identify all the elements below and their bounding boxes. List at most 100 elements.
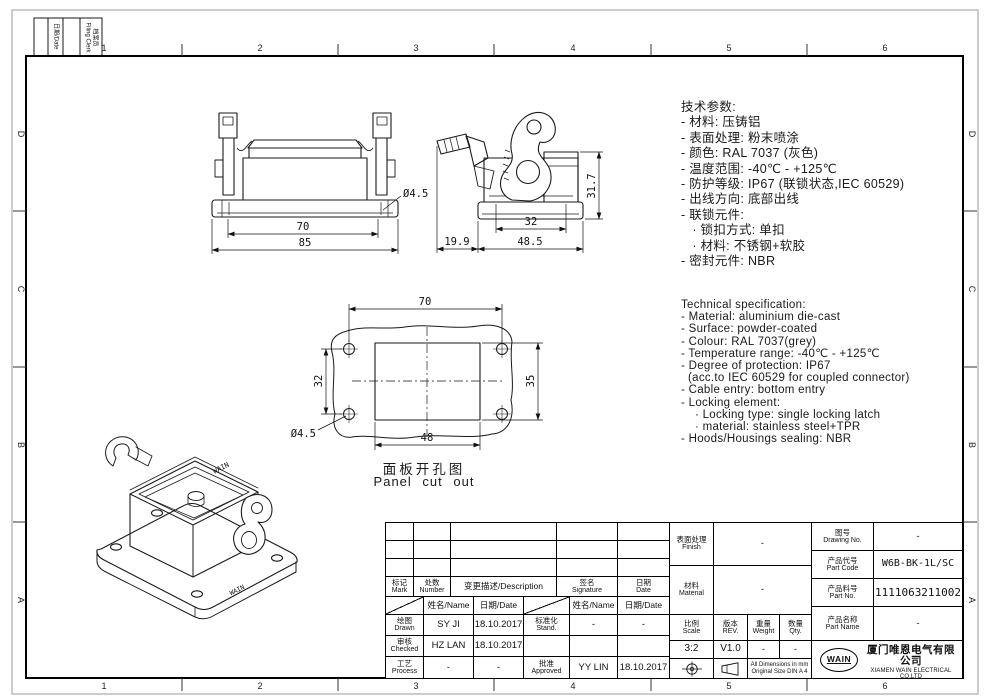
company-name: 厦门唯恩电气有限公司 XIAMEN WAIN ELECTRICAL CO.LTD: [867, 644, 955, 678]
standardized-date: -: [618, 615, 670, 636]
rev-cell: [386, 541, 414, 559]
rev-cell: [618, 523, 670, 541]
rev-cell: [386, 523, 414, 541]
top-ruler-3: 3: [413, 43, 419, 53]
top-ruler-4: 4: [570, 43, 576, 53]
dim-panel-35: 35: [525, 375, 537, 388]
left-ruler-c: C: [16, 285, 26, 293]
dim-panel-32: 32: [313, 375, 325, 388]
top-ruler-1: 1: [101, 43, 107, 53]
dim-front-70: 70: [297, 221, 310, 233]
bottom-ruler-2: 2: [257, 681, 263, 691]
right-ruler-c: C: [967, 285, 977, 293]
process-name: -: [424, 657, 474, 678]
drawn-name: SY JI: [424, 615, 474, 636]
top-ruler-2: 2: [257, 43, 263, 53]
scale-value: 3:2: [670, 641, 714, 659]
rev-description-header: 变更描述/Description: [451, 577, 557, 597]
dim-front-hole: Ø4.5: [403, 188, 428, 200]
process-date: -: [474, 657, 524, 678]
filing-date-label: 日期/Date: [52, 23, 59, 50]
rev-cell: [414, 523, 451, 541]
dim-side-485: 48.5: [517, 236, 542, 248]
specs-chinese: 技术参数: - 材料: 压铸铝 - 表面处理: 粉末喷涂 - 颜色: RAL 7…: [681, 100, 905, 269]
material-value: -: [714, 566, 812, 615]
top-ruler-5: 5: [726, 43, 732, 53]
rev-cell: [451, 523, 557, 541]
part-no-value: 1111063211002: [874, 579, 962, 607]
left-ruler-b: B: [16, 441, 26, 448]
dim-side-32: 32: [525, 216, 538, 228]
iso-brand-front: WAIN: [228, 583, 246, 597]
bottom-ruler-5: 5: [726, 681, 732, 691]
side-view: [436, 111, 584, 220]
left-ruler-a: A: [16, 596, 26, 603]
dim-panel-70: 70: [419, 296, 432, 308]
panel-cutout-view: [330, 324, 513, 439]
date-header-left: 日期/Date: [474, 597, 524, 615]
first-angle-symbol-icon: [681, 661, 702, 676]
left-ruler-d: D: [16, 130, 26, 138]
side-view-dims: 31.7 32 48.5 19.9: [436, 146, 603, 253]
part-code-value: W6B-BK-1L/SC: [874, 551, 962, 579]
name-header-right: 姓名/Name: [570, 597, 618, 615]
cone-symbol: [714, 659, 748, 678]
weight-value: -: [748, 641, 780, 659]
dim-panel-hole: Ø4.5: [291, 428, 316, 440]
drawn-date: 18.10.2017: [474, 615, 524, 636]
right-ruler-a: A: [967, 596, 977, 603]
rev-cell: [451, 559, 557, 577]
diag-cell: [386, 597, 424, 615]
front-view-dims: 70 85 Ø4.5: [211, 188, 428, 254]
rev-cell: [557, 541, 618, 559]
filing-clerk-cn: 档案员: [91, 28, 98, 47]
part-name-value: -: [874, 607, 962, 641]
filing-clerk-en: Filing Clerk: [85, 22, 91, 53]
dimensions-note: All Dimensions in mm Original Size DIN A…: [748, 659, 812, 678]
date-header-right: 日期/Date: [618, 597, 670, 615]
drawing-no-value: -: [874, 523, 962, 551]
checked-date: 18.10.2017: [474, 636, 524, 657]
diag-cell: [524, 597, 570, 615]
empty-cell: [570, 636, 618, 657]
specs-english: Technical specification: - Material: alu…: [681, 299, 910, 446]
approved-date: 18.10.2017: [618, 657, 670, 678]
rev-cell: [386, 559, 414, 577]
filing-boxes: [33, 17, 103, 57]
wain-logo: WAIN: [820, 648, 858, 672]
right-ruler-d: D: [967, 130, 977, 138]
bottom-ruler-6: 6: [882, 681, 888, 691]
top-ruler-6: 6: [882, 43, 888, 53]
filing-clerk-label: 档案员 Filing Clerk: [85, 18, 98, 58]
rev-cell: [557, 523, 618, 541]
empty-cell: [524, 636, 570, 657]
dim-side-199: 19.9: [444, 236, 469, 248]
name-header-left: 姓名/Name: [424, 597, 474, 615]
qty-value: -: [780, 641, 812, 659]
bottom-ruler-1: 1: [101, 681, 107, 691]
rev-cell: [618, 541, 670, 559]
panel-caption-cn: 面板开孔图: [382, 462, 466, 477]
empty-cell: [618, 636, 670, 657]
rev-cell: [414, 559, 451, 577]
bottom-ruler-3: 3: [413, 681, 419, 691]
standardized-name: -: [570, 615, 618, 636]
panel-cutout-dims: 70 32 35 48 Ø4.5: [291, 296, 543, 450]
